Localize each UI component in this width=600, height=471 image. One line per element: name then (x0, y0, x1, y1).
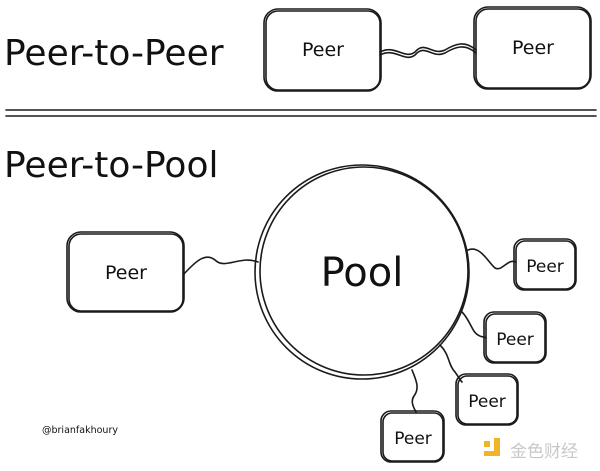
connection-left (182, 256, 259, 276)
pool-peer-node-4: Peer (380, 410, 445, 463)
p2p-connection (379, 43, 477, 56)
pool-peer-node-3: Peer (455, 373, 519, 426)
peer-to-peer-title: Peer-to-Peer (4, 33, 224, 74)
peer-label: Peer (512, 37, 554, 59)
pool-peer-node-2: Peer (483, 311, 547, 364)
watermark-logo-icon (484, 441, 490, 447)
connection-2 (461, 311, 487, 339)
pool-peer-node-left: Peer (66, 231, 185, 313)
connection-1 (467, 248, 517, 270)
peer-label: Peer (468, 392, 506, 412)
connection-4 (411, 369, 418, 413)
watermark: 金色财经 (484, 438, 578, 462)
peer-label: Peer (526, 257, 564, 277)
pool-node: Pool (254, 164, 470, 380)
p2p-peer-node-left: Peer (263, 8, 382, 92)
author-credit: @brianfakhoury (42, 425, 118, 436)
section-divider (5, 109, 597, 117)
watermark-text: 金色财经 (510, 442, 578, 462)
connection-3 (439, 344, 463, 383)
pool-label: Pool (321, 250, 404, 296)
peer-label: Peer (105, 262, 147, 284)
peer-label: Peer (496, 330, 534, 350)
peer-label: Peer (394, 429, 432, 449)
pool-peer-node-1: Peer (513, 238, 577, 291)
p2p-peer-node-right: Peer (473, 6, 592, 90)
peer-to-pool-title: Peer-to-Pool (4, 145, 219, 186)
peer-label: Peer (302, 39, 344, 61)
